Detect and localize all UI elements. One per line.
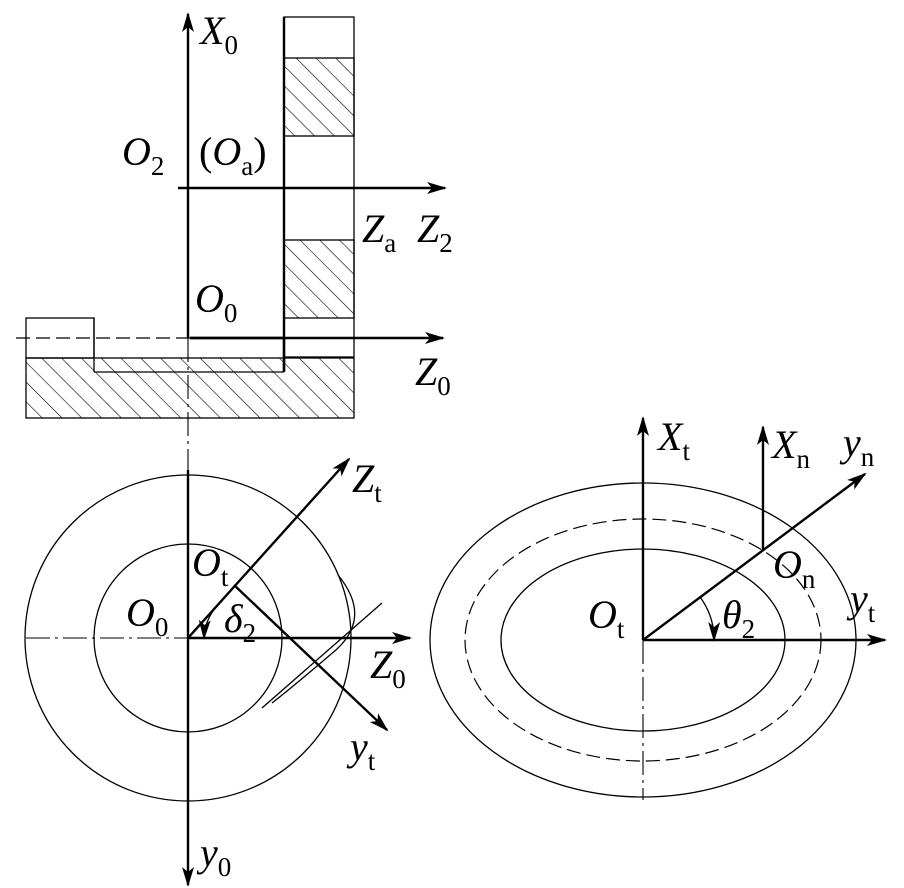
right-ellipse-view [429,416,887,800]
contact-arc [271,574,356,704]
label-o0-left: O0 [126,590,168,642]
theta-angle-arc [699,596,721,642]
label-za: Za [362,206,396,258]
tangent-line [261,602,383,709]
label-z2: Z2 [417,206,453,258]
labels: X0 O2 (Oa) Za Z2 O0 Z0 Zt Ot O0 δ2 [122,8,876,882]
label-ot-right: Ot [588,592,625,644]
label-zt: Zt [352,456,382,508]
ring-upper-hatch [283,57,355,137]
label-oa: (Oa) [199,129,267,181]
label-ot-left: Ot [192,540,229,592]
label-xt: Xt [656,414,690,466]
label-x0: X0 [198,8,238,60]
label-yt-right: yt [846,576,876,628]
ring-lower-hatch [283,239,355,319]
label-o0-top: O0 [195,276,237,328]
section-view [16,12,447,470]
yn-axis [642,472,867,641]
label-xn: Xn [770,422,810,474]
label-o2: O2 [122,129,164,181]
label-theta2: θ2 [722,592,755,644]
base-plate-hatch [25,357,355,419]
label-z0-top: Z0 [415,349,451,401]
yt-axis-left [233,584,389,732]
delta-angle-arc [198,599,224,640]
label-z0-left: Z0 [370,642,406,694]
label-yt-left: yt [346,724,376,776]
label-yn: yn [839,420,875,472]
left-circle-view [24,457,412,887]
label-y0: y0 [196,830,231,882]
label-delta2: δ2 [224,596,256,648]
label-on: On [773,542,816,594]
